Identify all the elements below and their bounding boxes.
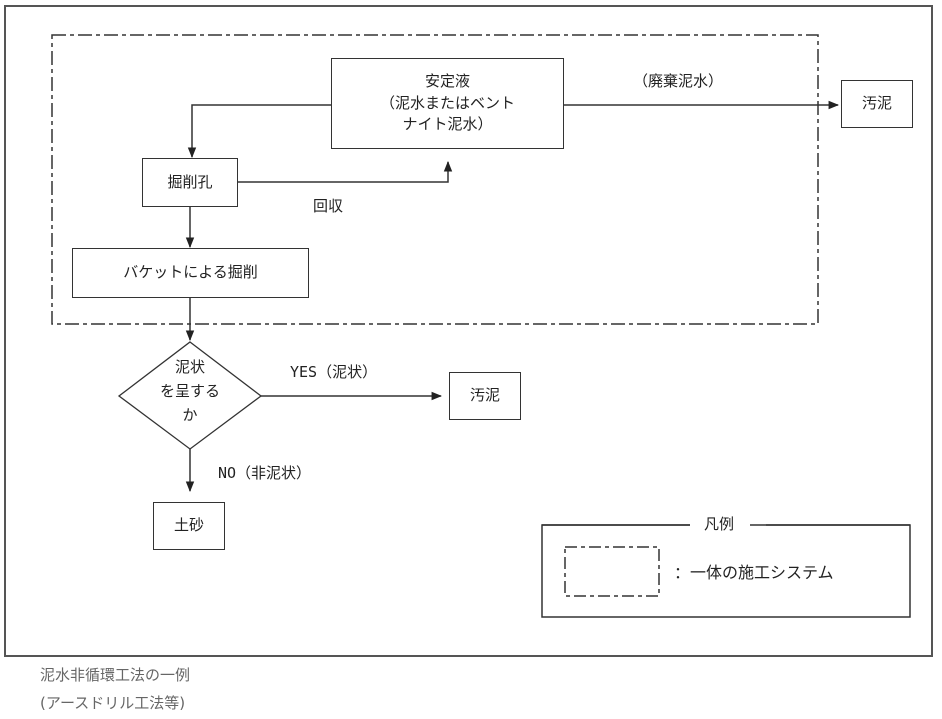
legend-item-label: ：一体の施工システム [674,563,834,582]
caption-line-2: (アースドリル工法等) [40,694,186,712]
decision-text: 泥状 を呈する か [140,355,240,427]
stabilizer-line-1: 安定液 [424,71,470,90]
soil-label: 土砂 [173,516,204,535]
edge-recovery [238,160,453,183]
yes-label: YES（泥状） [290,363,378,381]
system-boundary [51,34,819,325]
edge-stabilizer-to-borehole [187,104,332,159]
stabilizer-line-3: ナイト泥水） [402,115,493,134]
decision-line-2: を呈する [159,382,220,400]
borehole-box: 掘削孔 [142,158,238,207]
diagram-frame [4,5,933,657]
legend-dashed-sample [564,546,660,597]
decision-line-1: 泥状 [174,358,205,376]
stabilizer-line-2: （泥水またはベント [379,93,515,112]
borehole-label: 掘削孔 [167,172,213,191]
soil-box: 土砂 [153,502,225,550]
recovery-label: 回収 [313,197,344,215]
bucket-box: バケットによる掘削 [72,248,309,298]
legend-title: 凡例 [704,515,735,533]
bucket-label: バケットによる掘削 [123,263,258,282]
caption-line-1: 泥水非循環工法の一例 [40,666,191,684]
sludge-top-box: 汚泥 [841,80,913,128]
sludge-yes-label: 汚泥 [469,386,500,405]
no-label: NO（非泥状） [218,464,312,482]
sludge-yes-box: 汚泥 [449,372,521,420]
decision-line-3: か [182,406,198,424]
stabilizer-box: 安定液 （泥水またはベント ナイト泥水） [331,58,564,149]
sludge-top-label: 汚泥 [861,94,892,113]
waste-mud-label: （廃棄泥水） [633,72,724,90]
